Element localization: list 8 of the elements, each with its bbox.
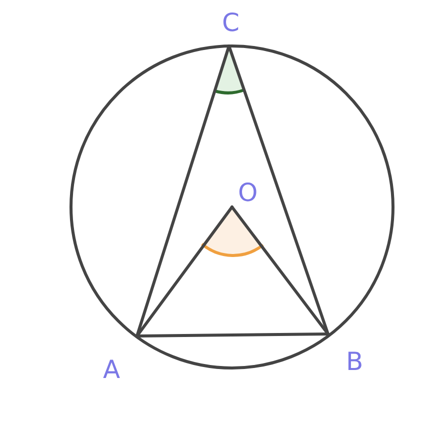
point-label: O [238, 180, 258, 205]
line-segment [136, 332, 330, 338]
line-segment [136, 44, 230, 338]
line-segment [230, 206, 330, 336]
point-label: B [346, 349, 364, 374]
line-segment [228, 44, 330, 336]
point-label: A [103, 357, 120, 382]
point-label: C [222, 10, 240, 35]
